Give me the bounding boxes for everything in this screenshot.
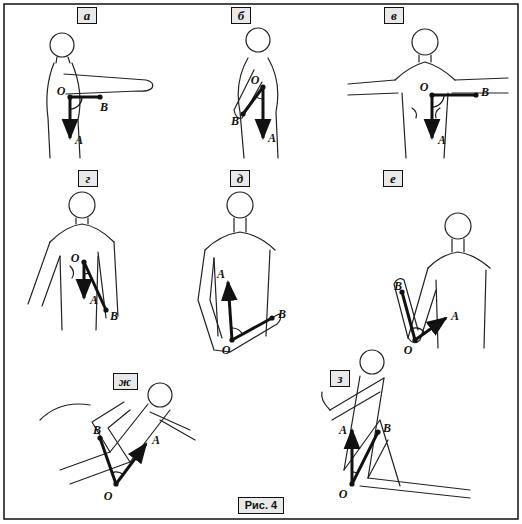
axis-line bbox=[351, 430, 354, 484]
point-label: О bbox=[403, 344, 414, 356]
limb-line bbox=[232, 318, 272, 340]
limb-line bbox=[84, 262, 106, 310]
point-label: О bbox=[56, 85, 67, 97]
axis-line bbox=[69, 97, 72, 138]
angle-measure bbox=[67, 84, 478, 486]
end-dot bbox=[97, 435, 102, 440]
point-label: А bbox=[151, 434, 161, 446]
point-label: В bbox=[109, 310, 119, 322]
angle-arc bbox=[70, 97, 82, 109]
angle-arc bbox=[231, 328, 242, 334]
angle-arc bbox=[412, 328, 425, 333]
vertex-dot bbox=[349, 481, 354, 486]
point-label: А bbox=[89, 294, 99, 306]
point-label: А bbox=[216, 268, 226, 280]
end-dot bbox=[240, 111, 245, 116]
vertex-dot bbox=[113, 481, 118, 486]
end-dot bbox=[269, 315, 274, 320]
frame bbox=[4, 4, 518, 519]
panel-letter: з bbox=[337, 372, 342, 385]
vertex-dot bbox=[229, 337, 234, 342]
vertex-dot bbox=[429, 92, 434, 97]
limb-line bbox=[352, 432, 378, 484]
axis-line bbox=[431, 95, 434, 138]
limb-line bbox=[432, 94, 476, 97]
vertex-dot bbox=[67, 94, 72, 99]
panel-letter: ж bbox=[119, 375, 131, 388]
panel-letter: д bbox=[237, 172, 243, 185]
panel-letter: в bbox=[391, 9, 397, 22]
panel-letter-box: в bbox=[384, 7, 404, 24]
axis-line bbox=[228, 282, 232, 340]
limb-line bbox=[70, 96, 100, 99]
caption-box: Рис. 4 bbox=[238, 497, 284, 514]
panel-letter: е bbox=[390, 172, 396, 185]
point-label: А bbox=[338, 424, 348, 436]
end-dot bbox=[375, 429, 380, 434]
point-label: В bbox=[277, 308, 287, 320]
point-label: В bbox=[382, 422, 392, 434]
point-label: А bbox=[74, 134, 84, 146]
vertex-dot bbox=[81, 259, 86, 264]
end-dot bbox=[97, 94, 102, 99]
panel-letter-box: е bbox=[383, 170, 403, 187]
point-label: О bbox=[419, 81, 430, 93]
point-label: А bbox=[450, 310, 460, 322]
point-label: В bbox=[99, 101, 109, 113]
figures bbox=[28, 28, 508, 498]
vertex-dot bbox=[260, 84, 265, 89]
point-label: А bbox=[437, 134, 447, 146]
angle-arc bbox=[352, 472, 357, 473]
caption: Рис. 4 bbox=[245, 500, 277, 511]
panel-letter-box: а bbox=[77, 7, 97, 24]
end-dot bbox=[103, 307, 108, 312]
angle-arc bbox=[84, 273, 89, 274]
point-label: В bbox=[480, 86, 490, 98]
axis-line bbox=[262, 87, 265, 138]
panel-letter: а bbox=[84, 9, 91, 22]
panel-letter: б bbox=[238, 9, 245, 22]
limb-line bbox=[100, 438, 116, 484]
panel-letter-box: д bbox=[230, 170, 250, 187]
panel-letter-box: г bbox=[78, 170, 98, 187]
point-label: В bbox=[393, 280, 403, 292]
axis-line bbox=[116, 444, 146, 484]
point-label: В bbox=[230, 115, 240, 127]
panel-letter-box: з bbox=[330, 370, 350, 387]
vertex-dot bbox=[412, 337, 417, 342]
angle-arc bbox=[256, 97, 263, 99]
point-label: О bbox=[70, 252, 81, 264]
point-label: А bbox=[267, 132, 277, 144]
point-label: В bbox=[92, 424, 102, 436]
limb-line bbox=[243, 87, 263, 114]
point-label: О bbox=[338, 488, 349, 500]
end-dot bbox=[473, 92, 478, 97]
point-label: О bbox=[250, 74, 261, 86]
panel-letter-box: б bbox=[231, 7, 251, 24]
point-label: О bbox=[221, 344, 232, 356]
point-label: О bbox=[103, 490, 114, 502]
panel-letter-box: ж bbox=[113, 373, 138, 390]
angle-arc bbox=[112, 472, 123, 474]
panel-letter: г bbox=[86, 172, 91, 185]
limb-line bbox=[402, 292, 415, 340]
angle-arc bbox=[432, 95, 444, 107]
